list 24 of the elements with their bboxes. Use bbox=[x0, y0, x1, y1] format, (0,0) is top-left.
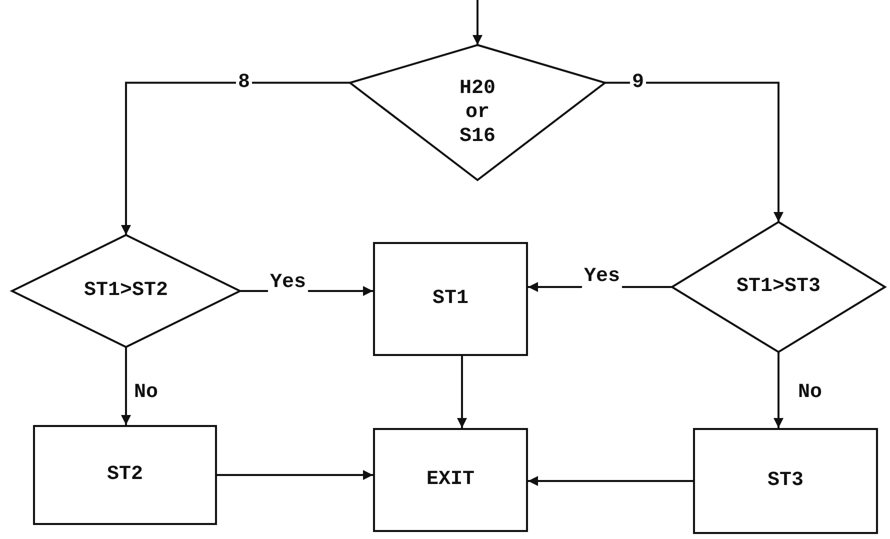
process-box bbox=[33, 425, 217, 525]
arrow bbox=[528, 476, 693, 486]
arrow bbox=[121, 82, 350, 235]
arrow bbox=[472, 0, 482, 45]
arrow bbox=[457, 356, 467, 428]
decision-diamond bbox=[12, 235, 240, 347]
decision-diamond bbox=[350, 45, 605, 180]
process-box bbox=[373, 242, 528, 356]
decision-diamond bbox=[672, 222, 885, 352]
arrow bbox=[217, 470, 373, 480]
process-box bbox=[373, 428, 528, 532]
edge-label: Yes bbox=[268, 272, 308, 294]
node-label: ST1>ST2 bbox=[84, 279, 168, 303]
node-label: H20 or S16 bbox=[458, 76, 496, 148]
node-label: ST1>ST3 bbox=[736, 275, 820, 299]
node-label: ST2 bbox=[106, 463, 143, 487]
arrow bbox=[605, 82, 784, 222]
arrow bbox=[121, 347, 131, 425]
process-box bbox=[693, 428, 878, 534]
arrow bbox=[774, 352, 784, 428]
node-label: ST1 bbox=[432, 287, 468, 311]
node-label: EXIT bbox=[426, 468, 474, 492]
node-label: ST3 bbox=[767, 469, 804, 493]
edge-label: Yes bbox=[582, 266, 622, 288]
